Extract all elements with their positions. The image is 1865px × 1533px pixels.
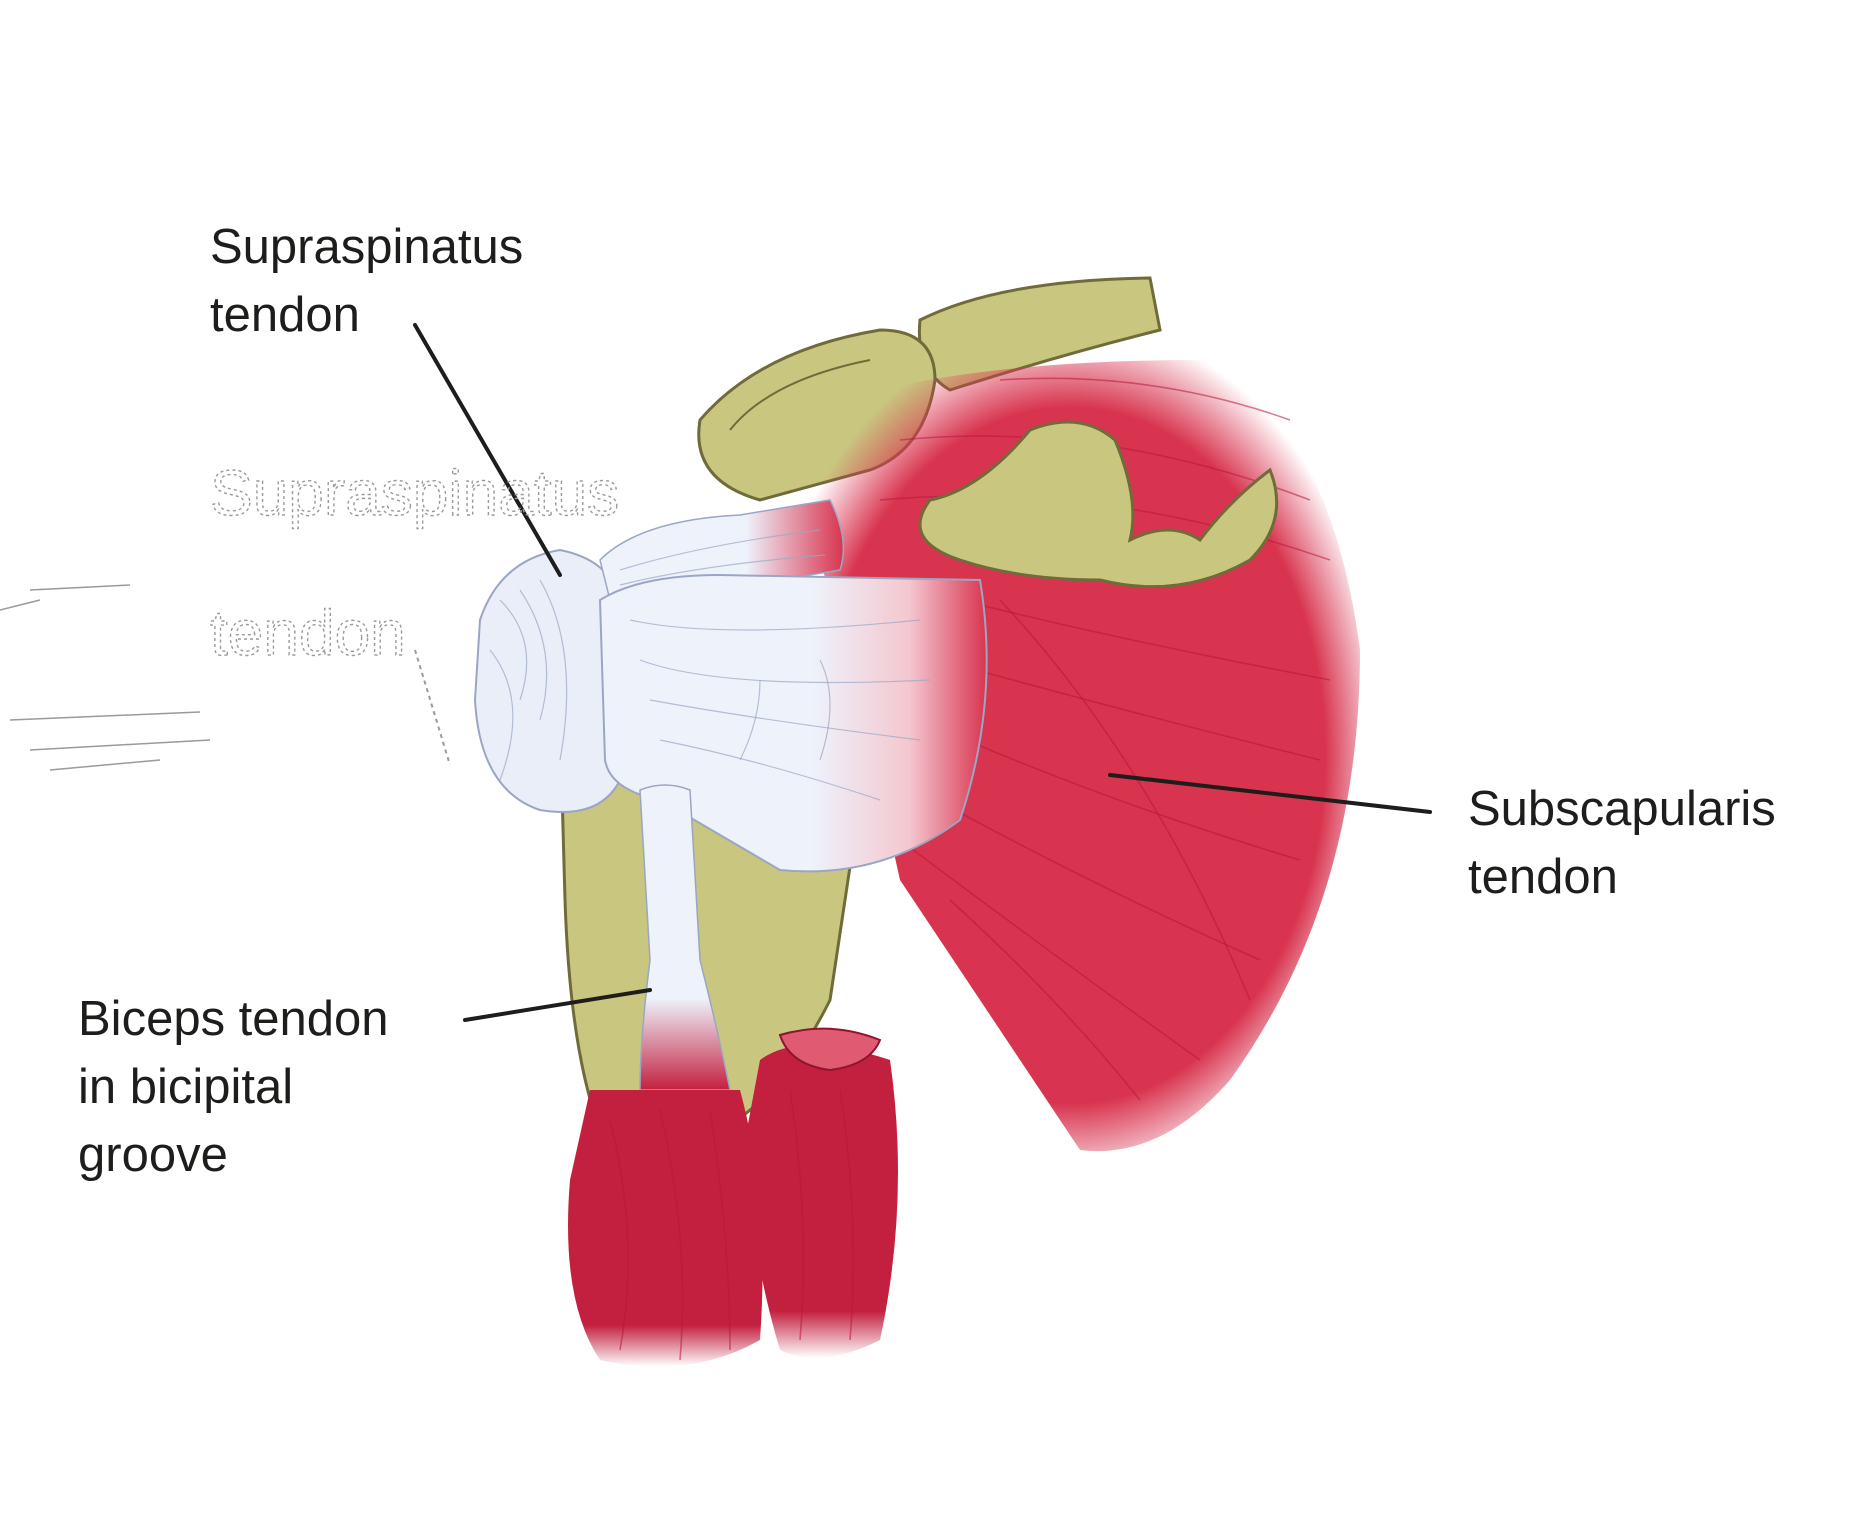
- biceps-label-line1: Biceps tendon: [78, 992, 389, 1046]
- supraspinatus-label: Supraspinatus tendon: [210, 220, 537, 342]
- supraspinatus-tendon: [599, 499, 845, 601]
- biceps-label-line3: groove: [78, 1128, 228, 1182]
- supraspinatus-label-line2: tendon: [210, 288, 360, 342]
- subscapularis-label: Subscapularis tendon: [1468, 782, 1789, 904]
- biceps-muscle: [568, 1027, 898, 1367]
- subscapularis-leader: [1108, 773, 1432, 814]
- biceps-label-line2: in bicipital: [78, 1060, 293, 1114]
- sketch-strokes: [0, 584, 211, 771]
- humeral-head: [473, 548, 621, 813]
- biceps-label: Biceps tendon in bicipital groove: [78, 992, 402, 1182]
- supraspinatus-faint-label-line2: tendon: [210, 597, 406, 669]
- supraspinatus-faint-label-line1: Supraspinatus: [210, 457, 619, 529]
- supraspinatus-leader: [413, 323, 562, 577]
- scapula-bone: [918, 420, 1279, 589]
- biceps-tendon: [639, 784, 731, 1091]
- subscapularis-tendon: [598, 573, 988, 873]
- supraspinatus-ghost-leader: [414, 649, 451, 766]
- biceps-leader: [463, 988, 652, 1022]
- supraspinatus-faint-label: Supraspinatus tendon: [210, 457, 637, 669]
- supraspinatus-label-line1: Supraspinatus: [210, 220, 523, 274]
- subscapularis-label-line2: tendon: [1468, 850, 1618, 904]
- subscapularis-label-line1: Subscapularis: [1468, 782, 1776, 836]
